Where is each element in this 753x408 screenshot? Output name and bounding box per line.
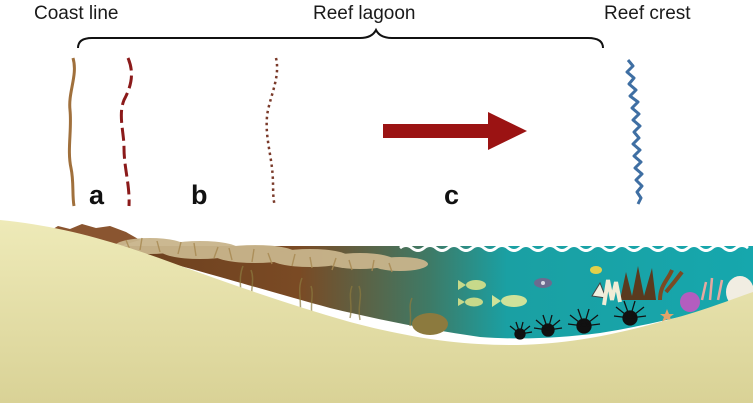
reef-crest-label: Reef crest <box>604 3 691 24</box>
coastal-mud <box>48 224 140 246</box>
fish <box>492 295 527 307</box>
seagrass-blades <box>125 237 393 273</box>
zone-a-boundary <box>119 57 133 207</box>
branching-coral <box>620 266 656 300</box>
sea-urchins <box>509 300 647 340</box>
reef-lagoon-brace <box>77 27 604 49</box>
fish <box>590 266 602 274</box>
sea-urchin <box>533 314 563 337</box>
fish-group <box>458 266 607 307</box>
fish <box>534 278 552 288</box>
zone-b-boundary <box>265 57 279 207</box>
zone-a-label: a <box>89 180 105 210</box>
sea-urchin <box>567 308 601 334</box>
sea-urchin <box>613 300 647 326</box>
seagrass-bed <box>115 238 428 271</box>
zone-c-label: c <box>444 180 459 210</box>
white-coral <box>602 279 622 306</box>
water-surface-waves <box>399 244 749 252</box>
reef-lagoon-label: Reef lagoon <box>313 3 415 24</box>
seafloor-sand <box>0 220 753 403</box>
fish <box>591 281 607 299</box>
coast-line-label: Coast line <box>34 3 119 24</box>
zone-b-label: b <box>191 180 208 210</box>
coast-line-boundary <box>67 57 76 207</box>
reef-crest-boundary <box>625 59 644 205</box>
fish <box>458 280 486 290</box>
fan-coral <box>700 277 724 301</box>
brain-coral <box>680 292 700 312</box>
direction-arrow <box>383 112 527 150</box>
staghorn-coral <box>658 269 684 301</box>
fish <box>458 297 483 307</box>
sponge <box>412 313 448 335</box>
submerged-seagrass <box>239 265 413 327</box>
starfish <box>660 309 674 322</box>
sea-urchin <box>509 321 533 340</box>
